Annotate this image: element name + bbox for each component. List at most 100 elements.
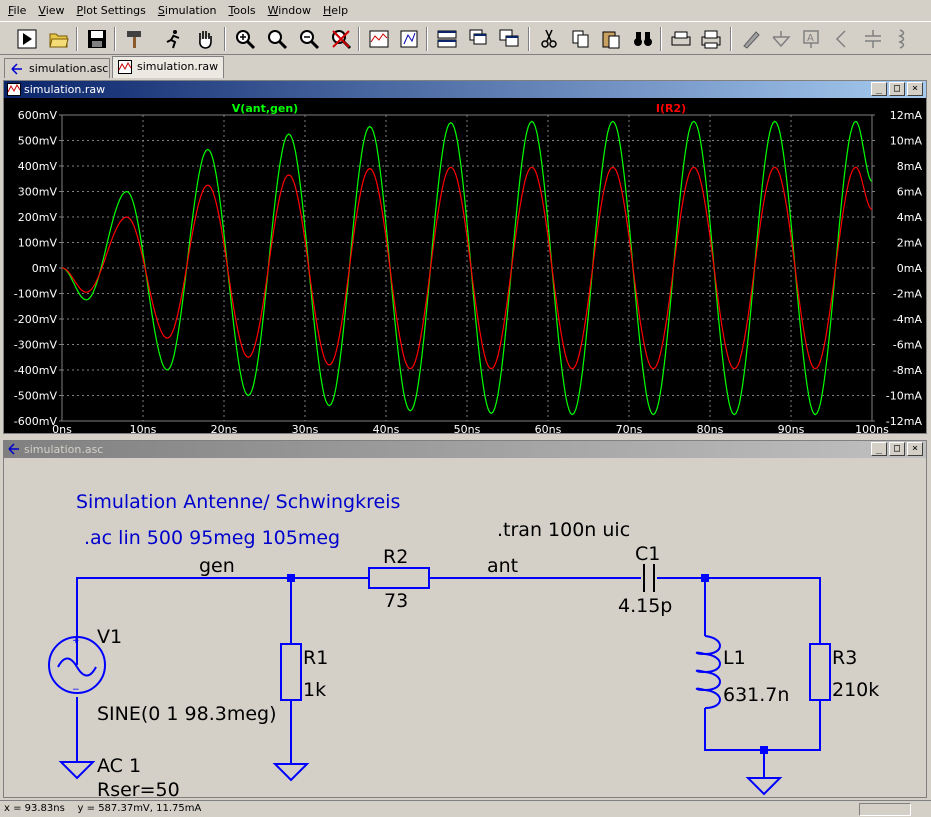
find-button[interactable] [630, 26, 656, 52]
y-left-tick-label: 600mV [18, 109, 58, 122]
inductor-button[interactable] [890, 26, 916, 52]
schematic-title[interactable]: Simulation Antenne/ Schwingkreis [76, 491, 400, 513]
print-setup-icon [671, 31, 691, 46]
trace-i-r2-[interactable] [61, 166, 873, 370]
schematic-canvas[interactable]: Simulation Antenne/ Schwingkreis .ac lin… [4, 458, 926, 797]
open-button[interactable] [46, 26, 72, 52]
c1-value[interactable]: 4.15p [618, 595, 672, 617]
ground-button[interactable] [768, 26, 794, 52]
v1-rser[interactable]: Rser=50 [97, 779, 180, 797]
menu-window[interactable]: Window [267, 4, 312, 17]
run-icon [17, 29, 37, 49]
c1-name[interactable]: C1 [635, 543, 660, 565]
restore-button[interactable]: □ [889, 82, 905, 96]
print-button[interactable] [698, 26, 724, 52]
waveform-plot[interactable]: 600mV500mV400mV300mV200mV100mV0mV-100mV-… [4, 98, 926, 433]
ac-directive[interactable]: .ac lin 500 95meg 105meg [84, 527, 340, 549]
plot-window-titlebar[interactable]: simulation.raw _ □ × [4, 81, 926, 98]
cursor-readout: x = 93.83ns y = 587.37mV, 11.75mA [4, 803, 202, 814]
legend-v-ant-gen[interactable]: V(ant,gen) [232, 102, 298, 115]
minus-sign: − [72, 685, 80, 695]
l1-name[interactable]: L1 [723, 647, 746, 669]
net-label-ant[interactable]: ant [487, 555, 518, 577]
cascade-button[interactable] [466, 26, 492, 52]
close-button[interactable]: × [907, 442, 923, 456]
pan-button[interactable] [192, 26, 218, 52]
voltage-source-v1[interactable]: + − [48, 636, 106, 695]
resistor-r3[interactable] [809, 643, 831, 701]
y-right-tick-label: -2mA [893, 288, 923, 301]
v1-name[interactable]: V1 [97, 626, 122, 648]
pencil-icon [743, 31, 760, 49]
junction-dot [287, 574, 295, 582]
svg-text:A: A [807, 33, 814, 44]
resistor-r1[interactable] [280, 643, 302, 701]
minimize-button[interactable]: _ [871, 442, 887, 456]
tile-horizontal-button[interactable] [434, 26, 460, 52]
minimize-button[interactable]: _ [871, 82, 887, 96]
r1-name[interactable]: R1 [303, 647, 328, 669]
resistor-button[interactable] [828, 26, 854, 52]
legend-i-r2[interactable]: I(R2) [656, 102, 686, 115]
x-tick-label: 30ns [292, 423, 319, 433]
sine-icon [57, 657, 97, 677]
copy-button[interactable] [568, 26, 594, 52]
label-net-button[interactable]: A [798, 26, 824, 52]
y-right-tick-label: 12mA [890, 109, 923, 122]
tab-label: simulation.asc [29, 62, 109, 75]
schematic-window-title: simulation.asc [24, 443, 104, 456]
toolbar: A [0, 21, 931, 55]
tab-simulation-raw[interactable]: simulation.raw [112, 56, 224, 78]
restore-button[interactable]: □ [889, 442, 905, 456]
menu-view[interactable]: View [38, 4, 65, 17]
y-left-tick-label: -600mV [14, 415, 58, 428]
menu-file[interactable]: File [8, 4, 27, 17]
menu-bar: File View Plot Settings Simulation Tools Wind… [0, 0, 931, 21]
draw-wire-button[interactable] [738, 26, 764, 52]
zoom-cancel-button[interactable] [328, 26, 354, 52]
cut-button[interactable] [536, 26, 562, 52]
paste-icon [602, 31, 620, 49]
capacitor-c1[interactable] [643, 564, 655, 592]
schematic-window: simulation.asc _ □ × Simulation Antenne/… [3, 440, 927, 798]
control-panel-button[interactable] [122, 26, 148, 52]
inductor-l1[interactable] [695, 635, 721, 709]
r2-name[interactable]: R2 [383, 546, 408, 568]
v1-value[interactable]: SINE(0 1 98.3meg) [97, 703, 277, 725]
net-label-gen[interactable]: gen [199, 555, 235, 577]
schematic-window-titlebar[interactable]: simulation.asc _ □ × [4, 441, 926, 458]
zoom-full-button[interactable] [264, 26, 290, 52]
menu-plot-settings[interactable]: Plot Settings [76, 4, 146, 17]
resistor-r2[interactable] [368, 567, 430, 589]
wire-c1-right[interactable] [657, 577, 821, 644]
tran-directive[interactable]: .tran 100n uic [497, 519, 630, 541]
plot-axes-button[interactable] [396, 26, 422, 52]
close-button[interactable]: × [907, 82, 923, 96]
ground-icon [772, 31, 791, 48]
menu-help[interactable]: Help [323, 4, 349, 17]
tile-vertical-button[interactable] [496, 26, 522, 52]
v1-ac[interactable]: AC 1 [97, 755, 141, 777]
y-left-tick-label: 100mV [18, 237, 58, 250]
paste-button[interactable] [598, 26, 624, 52]
status-bar: x = 93.83ns y = 587.37mV, 11.75mA [0, 800, 931, 817]
x-tick-label: 10ns [130, 423, 157, 433]
run-button[interactable] [14, 26, 40, 52]
run-probe-button[interactable] [160, 26, 186, 52]
autorange-button[interactable] [366, 26, 392, 52]
save-button[interactable] [84, 26, 110, 52]
r2-value[interactable]: 73 [384, 590, 408, 612]
r3-value[interactable]: 210k [832, 679, 879, 701]
zoom-in-button[interactable] [232, 26, 258, 52]
zoom-out-button[interactable] [296, 26, 322, 52]
menu-simulation[interactable]: Simulation [157, 4, 217, 17]
r1-value[interactable]: 1k [303, 679, 326, 701]
menu-tools[interactable]: Tools [228, 4, 256, 17]
x-tick-label: 90ns [778, 423, 805, 433]
capacitor-button[interactable] [860, 26, 886, 52]
l1-value[interactable]: 631.7n [723, 684, 789, 706]
tab-simulation-asc[interactable]: simulation.asc [4, 58, 110, 78]
r3-name[interactable]: R3 [832, 647, 857, 669]
print-setup-button[interactable] [668, 26, 694, 52]
